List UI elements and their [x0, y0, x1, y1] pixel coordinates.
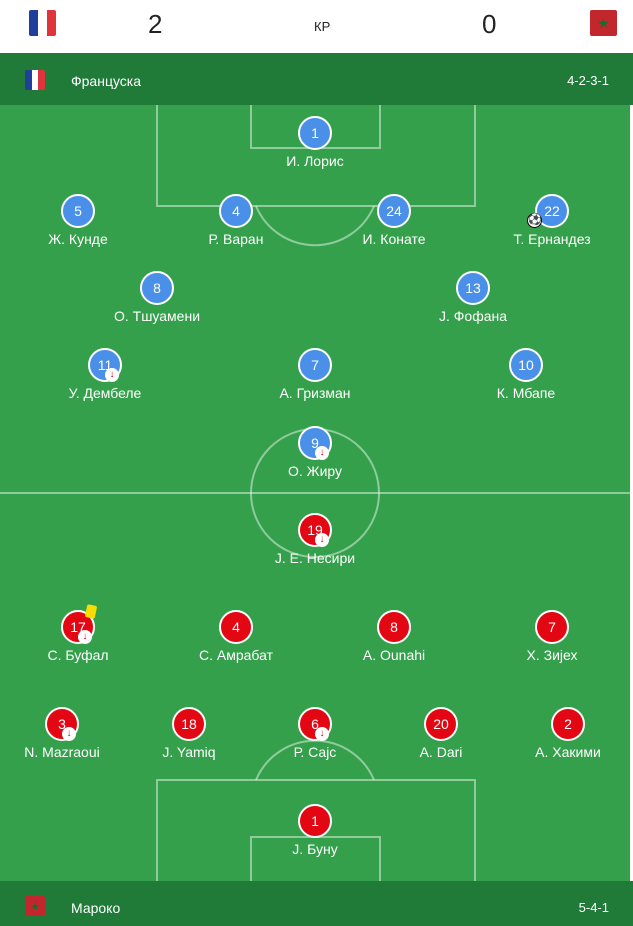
player-name: Т. Ернандез — [513, 231, 591, 247]
scorebar: 2 КР 0 ★ — [0, 0, 633, 53]
home-score: 2 — [148, 9, 163, 39]
player-number: 2 — [551, 707, 585, 741]
player-number: 10 — [509, 348, 543, 382]
goal-ball-icon: ⚽ — [527, 213, 542, 228]
home-team-header: Француска 4-2-3-1 — [0, 53, 633, 105]
player-number: 20 — [424, 707, 458, 741]
player-number: 1 — [298, 116, 332, 150]
away-formation: 5-4-1 — [578, 900, 609, 915]
player-name: С. Буфал — [47, 647, 109, 663]
player-name: Ј. Буну — [292, 841, 338, 857]
player-name: Ж. Кунде — [48, 231, 108, 247]
player-name: A. Dari — [419, 744, 463, 760]
player-number: 24 — [377, 194, 411, 228]
substitution-icon: ↓ — [62, 727, 76, 741]
substitution-icon: ↓ — [78, 630, 92, 644]
player-number: 7 — [298, 348, 332, 382]
player-number: 22 — [535, 194, 569, 228]
player-name: А. Хакими — [535, 744, 601, 760]
player-number: 8 — [377, 610, 411, 644]
player-name: С. Амрабат — [198, 647, 273, 663]
player-number: 4 — [219, 610, 253, 644]
player-number: 4 — [219, 194, 253, 228]
home-team-name: Француска — [71, 73, 142, 89]
substitution-icon: ↓ — [315, 446, 329, 460]
morocco-flag-icon: ★ — [590, 10, 617, 36]
pitch-markings — [0, 105, 630, 881]
player-name: А. Гризман — [279, 385, 351, 401]
substitution-icon: ↓ — [105, 368, 119, 382]
player-name: Р. Варан — [208, 231, 264, 247]
player-name: К. Мбапе — [496, 385, 556, 401]
player-name: И. Лорис — [286, 153, 344, 169]
france-flag-icon — [29, 10, 56, 36]
player-name: О. Жиру — [287, 463, 343, 479]
player-name: Ј. Е. Несири — [274, 550, 356, 566]
player-number: 1 — [298, 804, 332, 838]
player-name: N. Mazraoui — [24, 744, 100, 760]
player-name: Х. Зијех — [526, 647, 578, 663]
away-score: 0 — [482, 9, 497, 39]
player-number: 13 — [456, 271, 490, 305]
player-name: О. Тшуамени — [113, 308, 201, 324]
substitution-icon: ↓ — [315, 727, 329, 741]
player-name: J. Yamiq — [162, 744, 216, 760]
match-status: КР — [314, 19, 331, 34]
player-name: Ј. Фофана — [438, 308, 508, 324]
player-name: А. Ounahi — [362, 647, 426, 663]
substitution-icon: ↓ — [315, 533, 329, 547]
away-team-name: Мароко — [71, 900, 121, 916]
away-team-header: ★ Мароко 5-4-1 — [0, 881, 633, 926]
player-name: И. Конате — [362, 231, 426, 247]
player-number: 8 — [140, 271, 174, 305]
player-number: 18 — [172, 707, 206, 741]
home-formation: 4-2-3-1 — [567, 73, 609, 88]
player-number: 7 — [535, 610, 569, 644]
morocco-flag-icon: ★ — [25, 896, 45, 916]
pitch: 1 И. Лорис 5 Ж. Кунде 4 Р. Варан 24 И. К… — [0, 105, 630, 881]
player-name: У. Дембеле — [68, 385, 142, 401]
france-flag-icon — [25, 70, 45, 90]
player-number: 5 — [61, 194, 95, 228]
player-name: Р. Сајс — [293, 744, 337, 760]
